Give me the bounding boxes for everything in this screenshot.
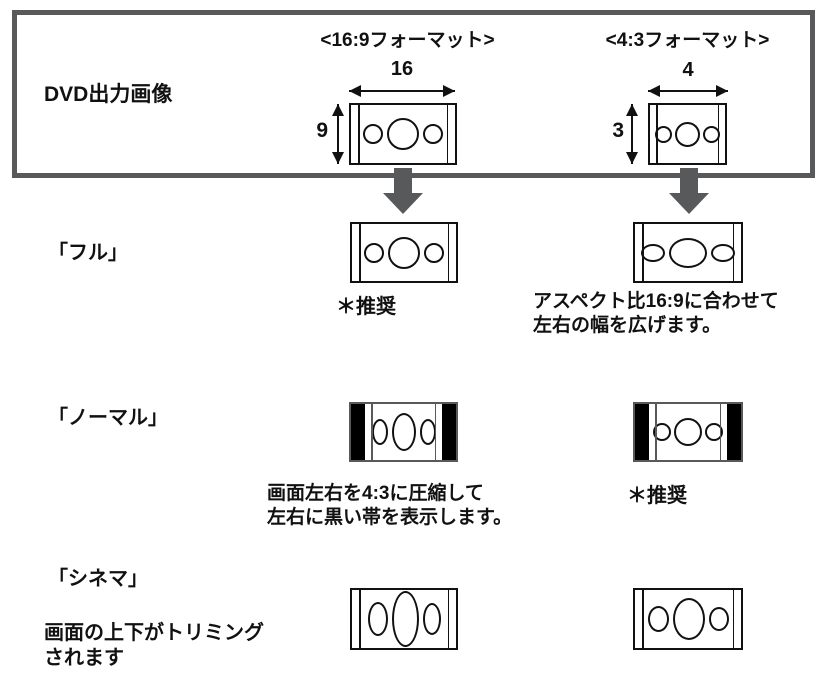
height-label-43: 3 [612, 119, 624, 142]
row-label-cinema: 「シネマ」 [48, 568, 148, 590]
letterbox-bar [351, 404, 365, 460]
screen-dot [423, 124, 443, 144]
letterbox-bar [727, 404, 741, 460]
screen-dot [424, 242, 444, 263]
screen-edge-line [655, 404, 657, 460]
format-43-title: <4:3フォーマット> [605, 30, 770, 51]
cinema-43-screen-icon [633, 588, 743, 650]
normal-43-screen-icon [633, 402, 743, 462]
width-label-43: 4 [682, 59, 694, 81]
screen-edge-line [447, 590, 449, 648]
screen-dot [391, 413, 416, 451]
screen-dot [708, 607, 729, 631]
screen-edge-line [371, 404, 373, 460]
screen-edge-line [732, 224, 734, 281]
screen-dot [363, 124, 383, 144]
screen-dot [655, 125, 672, 143]
screen-dot [705, 423, 723, 441]
height-arrow-169-icon [332, 104, 344, 164]
dvd-output-label: DVD出力画像 [44, 83, 173, 106]
full-right-note: アスペクト比16:9に合わせて 左右の幅を広げます。 [533, 291, 779, 336]
screen-dot [391, 591, 419, 647]
width-arrow-169-icon [349, 85, 455, 97]
screen-dot [711, 243, 735, 262]
screen-dot [419, 419, 436, 445]
screen-edge-line [732, 590, 734, 648]
screen-dot [675, 121, 700, 147]
height-arrow-43-icon [626, 104, 638, 164]
screen-edge-line [656, 105, 658, 163]
screen-edge-line [717, 105, 719, 163]
normal-169-screen-icon [349, 402, 458, 462]
height-label-169: 9 [316, 119, 328, 142]
normal-right-note: ＊推奨 [627, 485, 687, 507]
screen-edge-line [359, 590, 361, 648]
screen-edge-line [447, 224, 449, 281]
screen-dot [703, 125, 720, 143]
screen-dot [653, 423, 671, 441]
screen-edge-line [446, 105, 448, 163]
flow-arrow-169-icon [383, 168, 423, 214]
screen-dot [388, 236, 420, 269]
screen-dot [672, 598, 705, 640]
screen-edge-line [719, 404, 721, 460]
screen-dot [371, 419, 388, 445]
full-169-screen-icon [350, 222, 458, 283]
dvd-output-box [12, 10, 815, 178]
screen-dot [387, 118, 419, 150]
source-43-screen-icon [648, 103, 727, 165]
width-label-169: 16 [390, 58, 414, 80]
full-43-screen-icon [633, 222, 743, 283]
screen-dot [674, 418, 702, 446]
screen-dot [367, 602, 388, 636]
screen-edge-line [434, 404, 436, 460]
screen-dot [669, 237, 707, 268]
screen-edge-line [359, 224, 361, 281]
source-169-screen-icon [349, 103, 457, 165]
full-left-note: ＊推奨 [336, 296, 396, 318]
screen-edge-line [642, 224, 644, 281]
screen-edge-line [358, 105, 360, 163]
screen-edge-line [642, 590, 644, 648]
row-label-full: 「フル」 [48, 242, 128, 264]
screen-dot [364, 242, 384, 263]
letterbox-bar [635, 404, 649, 460]
screen-dot [422, 603, 441, 635]
row-label-normal: 「ノーマル」 [48, 407, 168, 429]
cinema-169-screen-icon [350, 588, 458, 650]
width-arrow-43-icon [648, 85, 728, 97]
letterbox-bar [442, 404, 456, 460]
format-169-title: <16:9フォーマット> [320, 30, 495, 51]
cinema-note: 画面の上下がトリミング されます [44, 622, 264, 669]
normal-left-note: 画面左右を4:3に圧縮して 左右に黒い帯を表示します。 [267, 483, 513, 528]
screen-dot [641, 243, 665, 262]
flow-arrow-43-icon [669, 168, 709, 214]
screen-dot [647, 606, 669, 632]
